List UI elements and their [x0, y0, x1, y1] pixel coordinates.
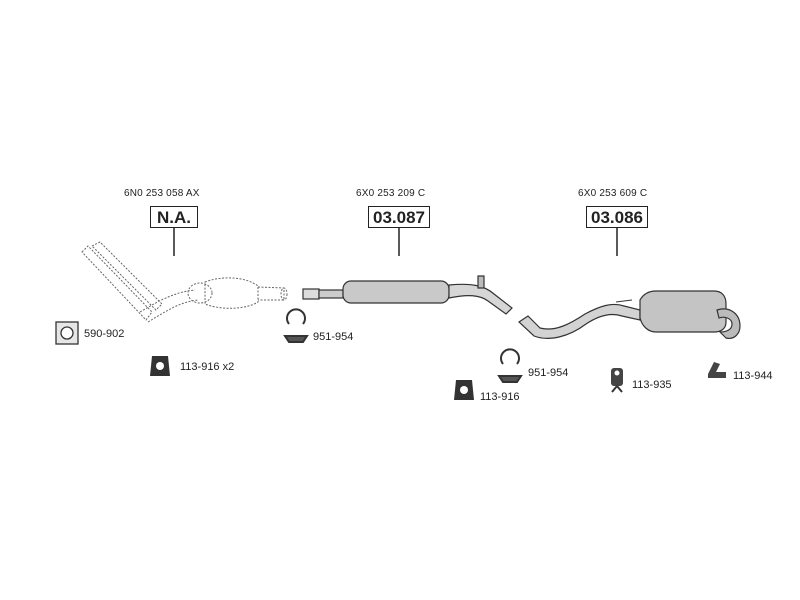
hanger-icon	[611, 368, 623, 393]
accessory-label-clamp-1[interactable]: 951-954	[313, 331, 354, 343]
accessory-label-gasket[interactable]: 590-902	[84, 328, 125, 340]
part-number-box-rear[interactable]: 03.086	[586, 206, 648, 228]
accessory-label-mount[interactable]: 113-916	[480, 391, 520, 403]
part-number-box-front[interactable]: N.A.	[150, 206, 198, 228]
middle-silencer	[302, 275, 513, 315]
accessory-label-clamp-2[interactable]: 951-954	[528, 367, 569, 379]
accessory-label-mount-x2[interactable]: 113-916 x2	[180, 361, 235, 373]
gasket-icon	[55, 321, 79, 345]
hanger-bracket-icon	[708, 362, 726, 378]
oem-number-rear: 6X0 253 609 C	[578, 188, 648, 199]
accessory-label-bracket[interactable]: 113-944	[733, 370, 773, 382]
oem-number-middle: 6X0 253 209 C	[356, 188, 426, 199]
oem-number-front: 6N0 253 058 AX	[124, 188, 200, 199]
rubber-mount-icon	[150, 356, 170, 376]
rubber-mount-icon	[454, 380, 474, 400]
clamp-icon	[283, 308, 309, 343]
part-number-box-middle[interactable]: 03.087	[368, 206, 430, 228]
rear-silencer	[518, 290, 741, 339]
clamp-icon	[497, 348, 523, 383]
front-pipe-catalyst	[81, 241, 288, 323]
accessory-label-hanger[interactable]: 113-935	[632, 379, 672, 391]
